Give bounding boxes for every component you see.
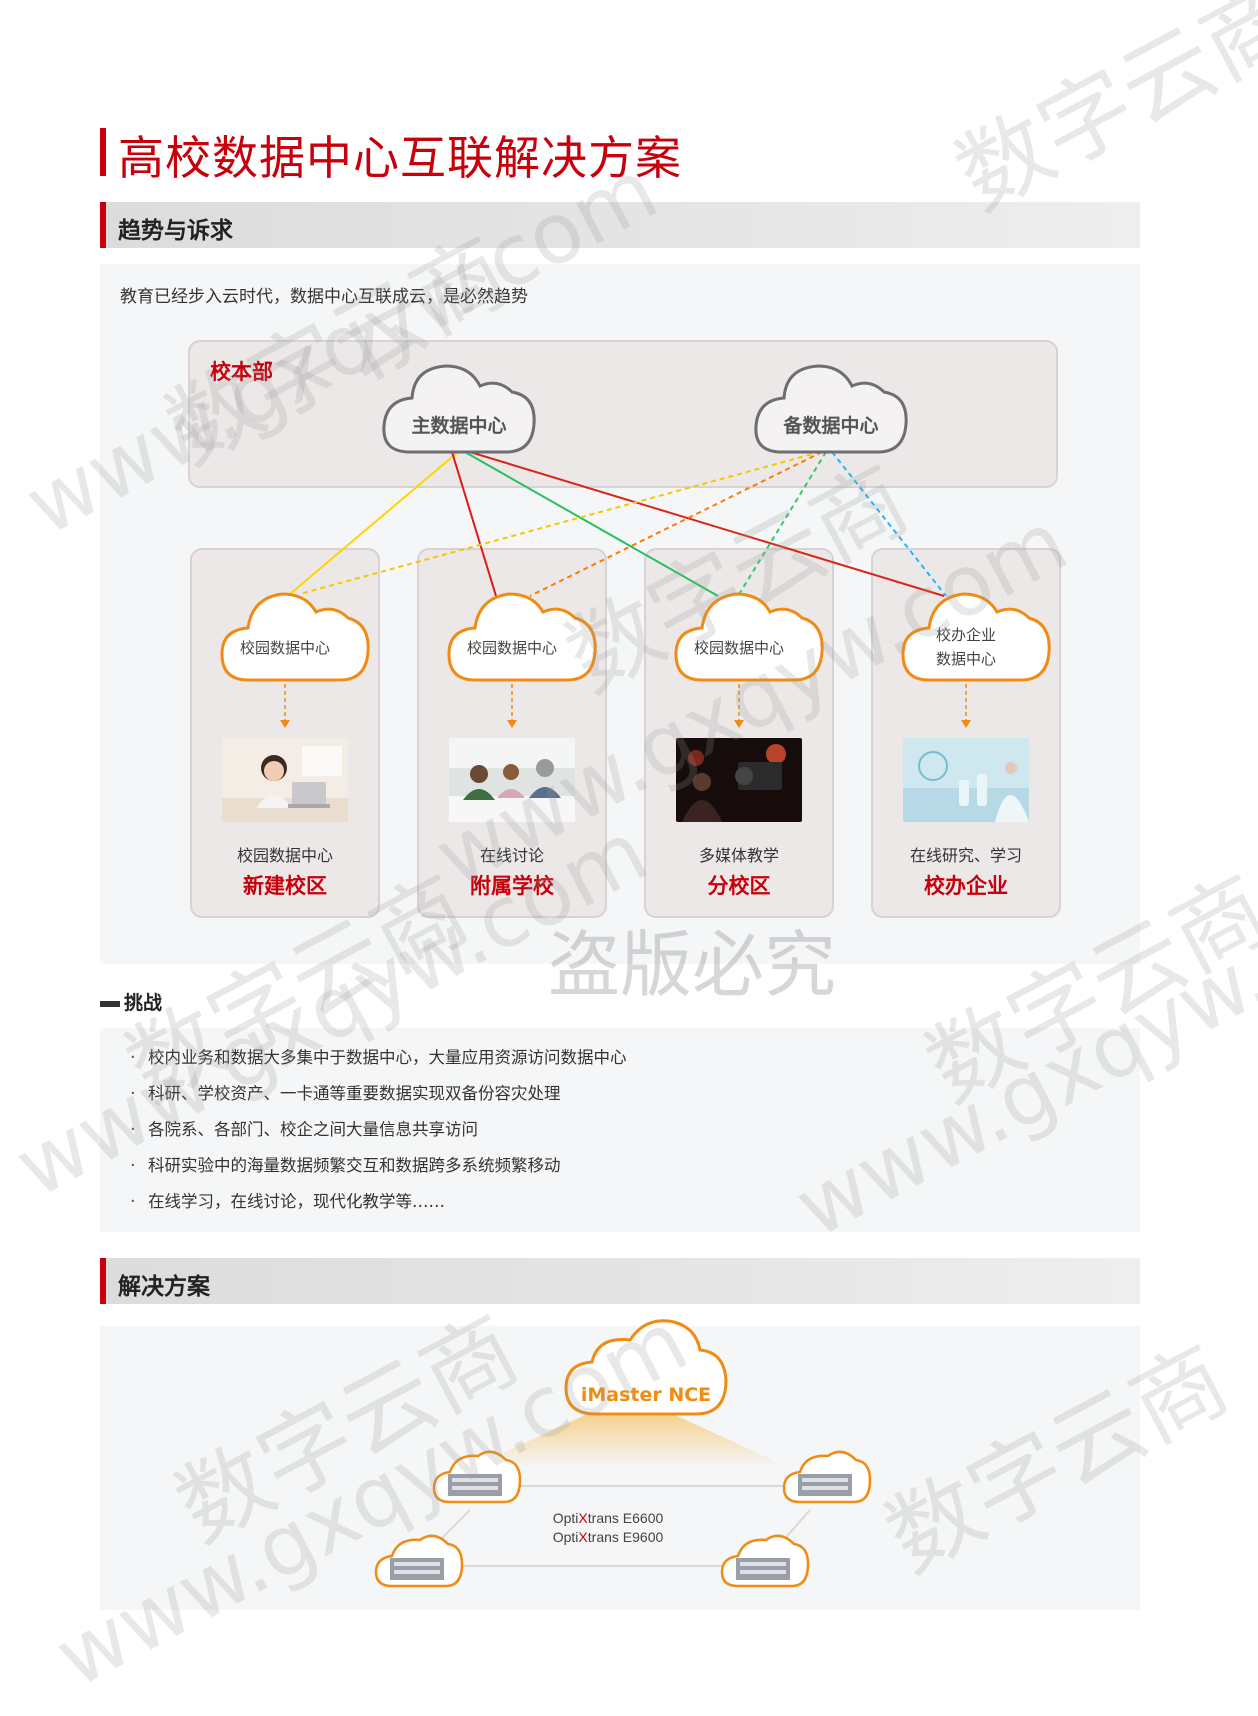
link-primary-enterprise bbox=[469, 451, 945, 597]
campus-cloud-label-branch: 校园数据中心 bbox=[694, 639, 784, 657]
site-cloud-top-left bbox=[432, 1450, 522, 1504]
campus-cloud-label-enterprise-line1: 校办企业 bbox=[936, 626, 996, 644]
campus-cloud-enterprise bbox=[901, 592, 1051, 682]
campus-subtitle-new: 校园数据中心 bbox=[236, 846, 333, 865]
campus-cloud-branch bbox=[674, 592, 824, 682]
link-primary-affiliated bbox=[451, 451, 497, 597]
challenge-item: 校内业务和数据大多集中于数据中心，大量应用资源访问数据中心 bbox=[130, 1046, 1140, 1082]
product-label-e6600: OptiXtrans E6600 bbox=[553, 1510, 664, 1526]
headquarters-label: 校本部 bbox=[210, 360, 273, 384]
backup-dc-label: 备数据中心 bbox=[782, 414, 878, 437]
imaster-nce-cloud bbox=[564, 1319, 728, 1416]
link-backup-branch bbox=[737, 451, 827, 597]
backup-dc-cloud bbox=[754, 364, 908, 454]
video-camera-studio-photo bbox=[676, 738, 802, 822]
child-with-laptop-photo bbox=[222, 738, 348, 822]
campus-name-affiliated: 附属学校 bbox=[470, 874, 554, 898]
link-primary-branch bbox=[464, 451, 719, 597]
section-title-trend: 趋势与诉求 bbox=[118, 218, 233, 244]
campus-subtitle-affiliated: 在线讨论 bbox=[479, 846, 544, 865]
campus-name-branch: 分校区 bbox=[707, 874, 771, 898]
section-header-trend: 趋势与诉求 bbox=[100, 202, 1140, 248]
controller-glow bbox=[470, 1410, 790, 1468]
students-discussion-photo bbox=[449, 738, 575, 822]
site-cloud-bottom-right bbox=[720, 1534, 810, 1588]
campus-name-new: 新建校区 bbox=[243, 874, 327, 898]
title-accent-bar bbox=[100, 128, 106, 176]
link-primary-new-campus bbox=[289, 451, 459, 595]
challenge-item: 科研实验中的海量数据频繁交互和数据跨多系统频繁移动 bbox=[130, 1154, 1140, 1190]
campus-subtitle-branch: 多媒体教学 bbox=[698, 846, 779, 865]
trend-intro-text: 教育已经步入云时代，数据中心互联成云，是必然趋势 bbox=[120, 287, 528, 307]
campus-name-enterprise: 校办企业 bbox=[924, 874, 1008, 898]
challenge-heading: 挑战 bbox=[100, 988, 162, 1015]
site-cloud-top-right bbox=[782, 1450, 872, 1504]
page-title: 高校数据中心互联解决方案 bbox=[118, 131, 682, 185]
dash-icon bbox=[100, 1000, 120, 1007]
campus-cloud-label-new: 校园数据中心 bbox=[240, 639, 330, 657]
challenge-item: 各院系、各部门、校企之间大量信息共享访问 bbox=[130, 1118, 1140, 1154]
challenge-list-panel: 校内业务和数据大多集中于数据中心，大量应用资源访问数据中心 科研、学校资产、一卡… bbox=[100, 1028, 1140, 1232]
campus-cloud-affiliated bbox=[447, 592, 597, 682]
lab-research-photo bbox=[903, 738, 1029, 822]
primary-dc-label: 主数据中心 bbox=[411, 414, 506, 437]
imaster-nce-label: iMaster NCE bbox=[581, 1384, 711, 1406]
campus-cloud-label-enterprise-line2: 数据中心 bbox=[936, 650, 996, 668]
link-backup-affiliated bbox=[529, 451, 823, 597]
section-header-solution: 解决方案 bbox=[100, 1258, 1140, 1304]
link-backup-enterprise bbox=[831, 451, 947, 597]
campus-cloud-label-affiliated: 校园数据中心 bbox=[467, 639, 557, 657]
section-title-solution: 解决方案 bbox=[118, 1274, 210, 1300]
site-cloud-bottom-left bbox=[374, 1534, 464, 1588]
headquarters-box bbox=[188, 340, 1058, 488]
product-label-e9600: OptiXtrans E9600 bbox=[553, 1529, 664, 1545]
primary-dc-cloud bbox=[382, 364, 536, 454]
campus-box-enterprise bbox=[871, 548, 1061, 918]
campus-cloud-new bbox=[220, 592, 370, 682]
challenge-item: 在线学习，在线讨论，现代化教学等…… bbox=[130, 1190, 1140, 1226]
challenge-item: 科研、学校资产、一卡通等重要数据实现双备份容灾处理 bbox=[130, 1082, 1140, 1118]
challenge-heading-text: 挑战 bbox=[124, 992, 163, 1014]
campus-subtitle-enterprise: 在线研究、学习 bbox=[909, 846, 1022, 865]
challenge-list: 校内业务和数据大多集中于数据中心，大量应用资源访问数据中心 科研、学校资产、一卡… bbox=[100, 1028, 1140, 1226]
